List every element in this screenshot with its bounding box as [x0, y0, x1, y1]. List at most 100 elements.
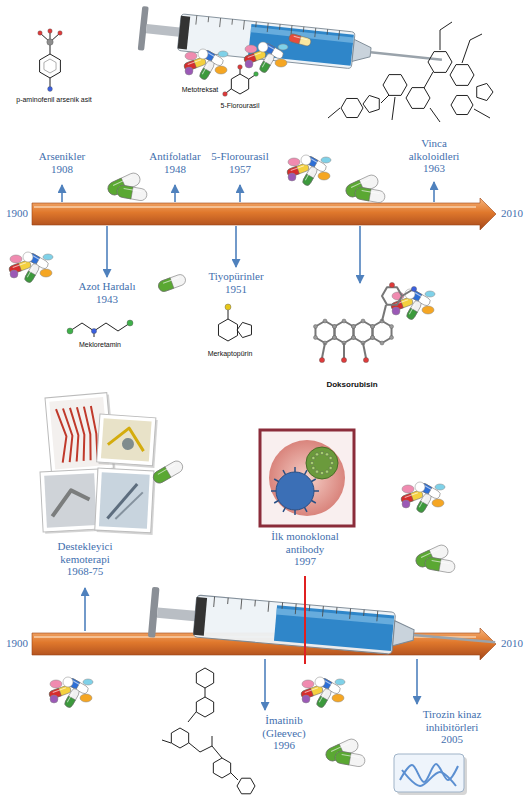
molecule: [332, 325, 336, 329]
capsule: [259, 52, 276, 73]
capsule: [302, 165, 319, 186]
capsule: [291, 166, 304, 171]
syringe: [314, 28, 316, 37]
molecule: [319, 357, 324, 362]
syringe: [219, 18, 221, 27]
syringe: [393, 621, 415, 648]
syringe: [178, 16, 191, 50]
antibody-image: [276, 472, 314, 510]
capsule: [288, 33, 311, 46]
capsule: [406, 299, 423, 320]
capsule: [424, 556, 456, 573]
capsule-pair: [344, 173, 386, 204]
milestone-label: İmatinib (Gleevec): [253, 714, 315, 739]
milestone-label: Destekleyici kemoterapi: [47, 540, 123, 565]
pill-pile: [300, 677, 345, 709]
capsule-pair: [414, 543, 456, 574]
drug-class-label: Vinca alkoloidleri: [402, 137, 466, 162]
tablet: [245, 45, 257, 53]
syringe: [138, 6, 445, 82]
molecule: [315, 321, 334, 343]
molecule: [341, 98, 363, 117]
capsule: [294, 36, 308, 40]
syringe: [363, 610, 365, 616]
molecule: [213, 758, 230, 778]
capsule: [64, 687, 81, 708]
year-label: 1963: [404, 162, 464, 175]
pill-pile: [243, 42, 288, 74]
year-label: 1968-75: [55, 565, 115, 578]
syringe: [254, 600, 256, 606]
year-label: 1948: [145, 163, 205, 176]
antibody-image: [320, 451, 323, 454]
compound-name: Merkaptopürin: [195, 350, 265, 358]
tablet: [23, 252, 33, 262]
capsule: [424, 556, 441, 570]
syringe: [322, 606, 324, 616]
tablet: [63, 677, 73, 687]
molecule: [383, 75, 407, 96]
molecule: [212, 736, 213, 746]
syringe: [274, 605, 394, 651]
capsule: [13, 263, 26, 268]
molecule: [328, 22, 493, 122]
drug-class-label: Arsenikler: [22, 150, 102, 163]
pointer-arrow: [264, 659, 266, 710]
molecule: [382, 287, 402, 304]
tablet: [402, 500, 410, 508]
antibody-image: [325, 453, 328, 456]
molecule: [361, 319, 365, 323]
capsule: [24, 262, 41, 283]
photo: [97, 414, 158, 468]
photo: [97, 470, 156, 535]
capsule: [354, 186, 371, 200]
pill-pile: [48, 677, 93, 709]
capsule: [419, 497, 425, 507]
photo: [101, 418, 152, 461]
pill-pile: [286, 155, 331, 187]
capsule-pair: [324, 737, 366, 768]
syringe: [243, 20, 245, 29]
antibody-image: [271, 490, 276, 492]
molecule: [323, 319, 327, 323]
capsule: [53, 688, 66, 693]
year-label: 1943: [77, 293, 137, 306]
tablet: [198, 49, 208, 59]
molecule: [254, 72, 259, 77]
molecule: [225, 304, 231, 310]
molecule: [450, 65, 474, 86]
capsule: [305, 688, 318, 693]
capsule: [116, 184, 148, 201]
pointer-arrow: [106, 226, 108, 277]
year-label: 1951: [206, 283, 266, 296]
capsule: [354, 186, 386, 203]
syringe: [276, 608, 394, 625]
capsule: [288, 33, 301, 44]
molecule: [44, 59, 56, 73]
capsule: [302, 165, 319, 186]
molecule: [390, 336, 394, 340]
tablet: [435, 484, 445, 490]
photo: [108, 427, 145, 451]
antibody-image: [294, 467, 296, 472]
capsule: [27, 267, 33, 277]
capsule: [124, 188, 142, 191]
capsule: [405, 493, 418, 498]
syringe: [231, 19, 233, 24]
antibody-image: [260, 430, 354, 526]
capsule: [248, 53, 261, 58]
syringe: [193, 595, 395, 654]
capsule: [116, 184, 148, 201]
antibody-image: [311, 501, 315, 504]
antibody-image: [305, 470, 308, 474]
syringe: [248, 24, 354, 66]
photo: [44, 473, 97, 528]
antibody-image: [329, 466, 332, 469]
antibody-image: [260, 430, 354, 526]
capsule: [305, 170, 311, 180]
pointer-arrow: [416, 659, 418, 704]
pointer-arrow: [433, 182, 435, 202]
tablet: [258, 42, 268, 52]
molecule: [162, 668, 255, 794]
